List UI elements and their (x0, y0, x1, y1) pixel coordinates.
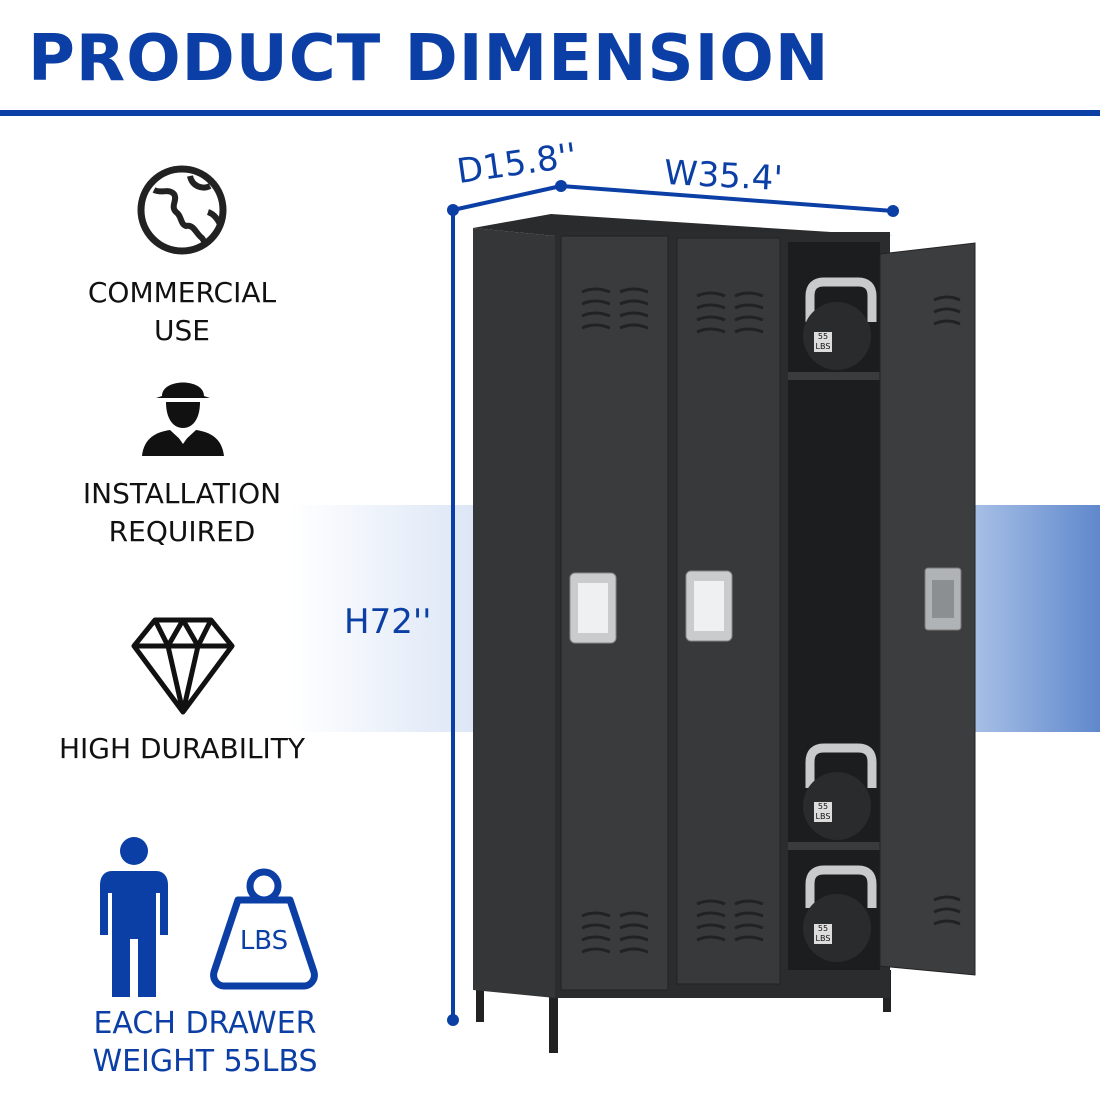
door-handle (685, 570, 733, 642)
height-label: H72'' (344, 602, 432, 642)
worker-icon (142, 382, 224, 456)
feature-text: REQUIRED (108, 515, 256, 548)
feature-installation: INSTALLATION REQUIRED (42, 475, 322, 551)
feature-text: INSTALLATION (82, 477, 282, 510)
feature-drawer-weight: EACH DRAWER WEIGHT 55LBS (45, 1005, 365, 1081)
feature-text: EACH DRAWER (93, 1006, 317, 1041)
feature-text: USE (154, 314, 210, 347)
page-title: PRODUCT DIMENSION (28, 22, 830, 96)
diamond-icon (131, 617, 235, 715)
title-divider (0, 110, 1100, 116)
kettlebell-label-number: 55 (817, 802, 829, 811)
feature-commercial-use: COMMERCIAL USE (42, 274, 322, 350)
height-band-left (290, 505, 475, 732)
kettlebell-label-unit: LBS (815, 934, 831, 943)
kettlebell (803, 865, 877, 962)
kettlebell (803, 743, 877, 840)
height-band-right (975, 505, 1100, 732)
kettlebell-label-unit: LBS (815, 812, 831, 821)
kettlebell-label-unit: LBS (815, 342, 831, 351)
door-latch (924, 567, 962, 631)
feature-text: WEIGHT 55LBS (92, 1044, 318, 1079)
feature-text: HIGH DURABILITY (58, 732, 306, 765)
kettlebell (803, 277, 877, 370)
feature-text: COMMERCIAL (87, 276, 277, 309)
person-icon (100, 837, 168, 997)
locker-leg (476, 990, 484, 1022)
kettlebell-label-number: 55 (817, 332, 829, 341)
kettlebell-label-number: 55 (817, 924, 829, 933)
weight-icon: LBS (208, 866, 320, 990)
weight-label: LBS (239, 926, 289, 956)
locker-leg (549, 995, 558, 1053)
globe-icon (137, 165, 227, 255)
door-handle (569, 572, 617, 644)
feature-high-durability: HIGH DURABILITY (22, 730, 342, 768)
